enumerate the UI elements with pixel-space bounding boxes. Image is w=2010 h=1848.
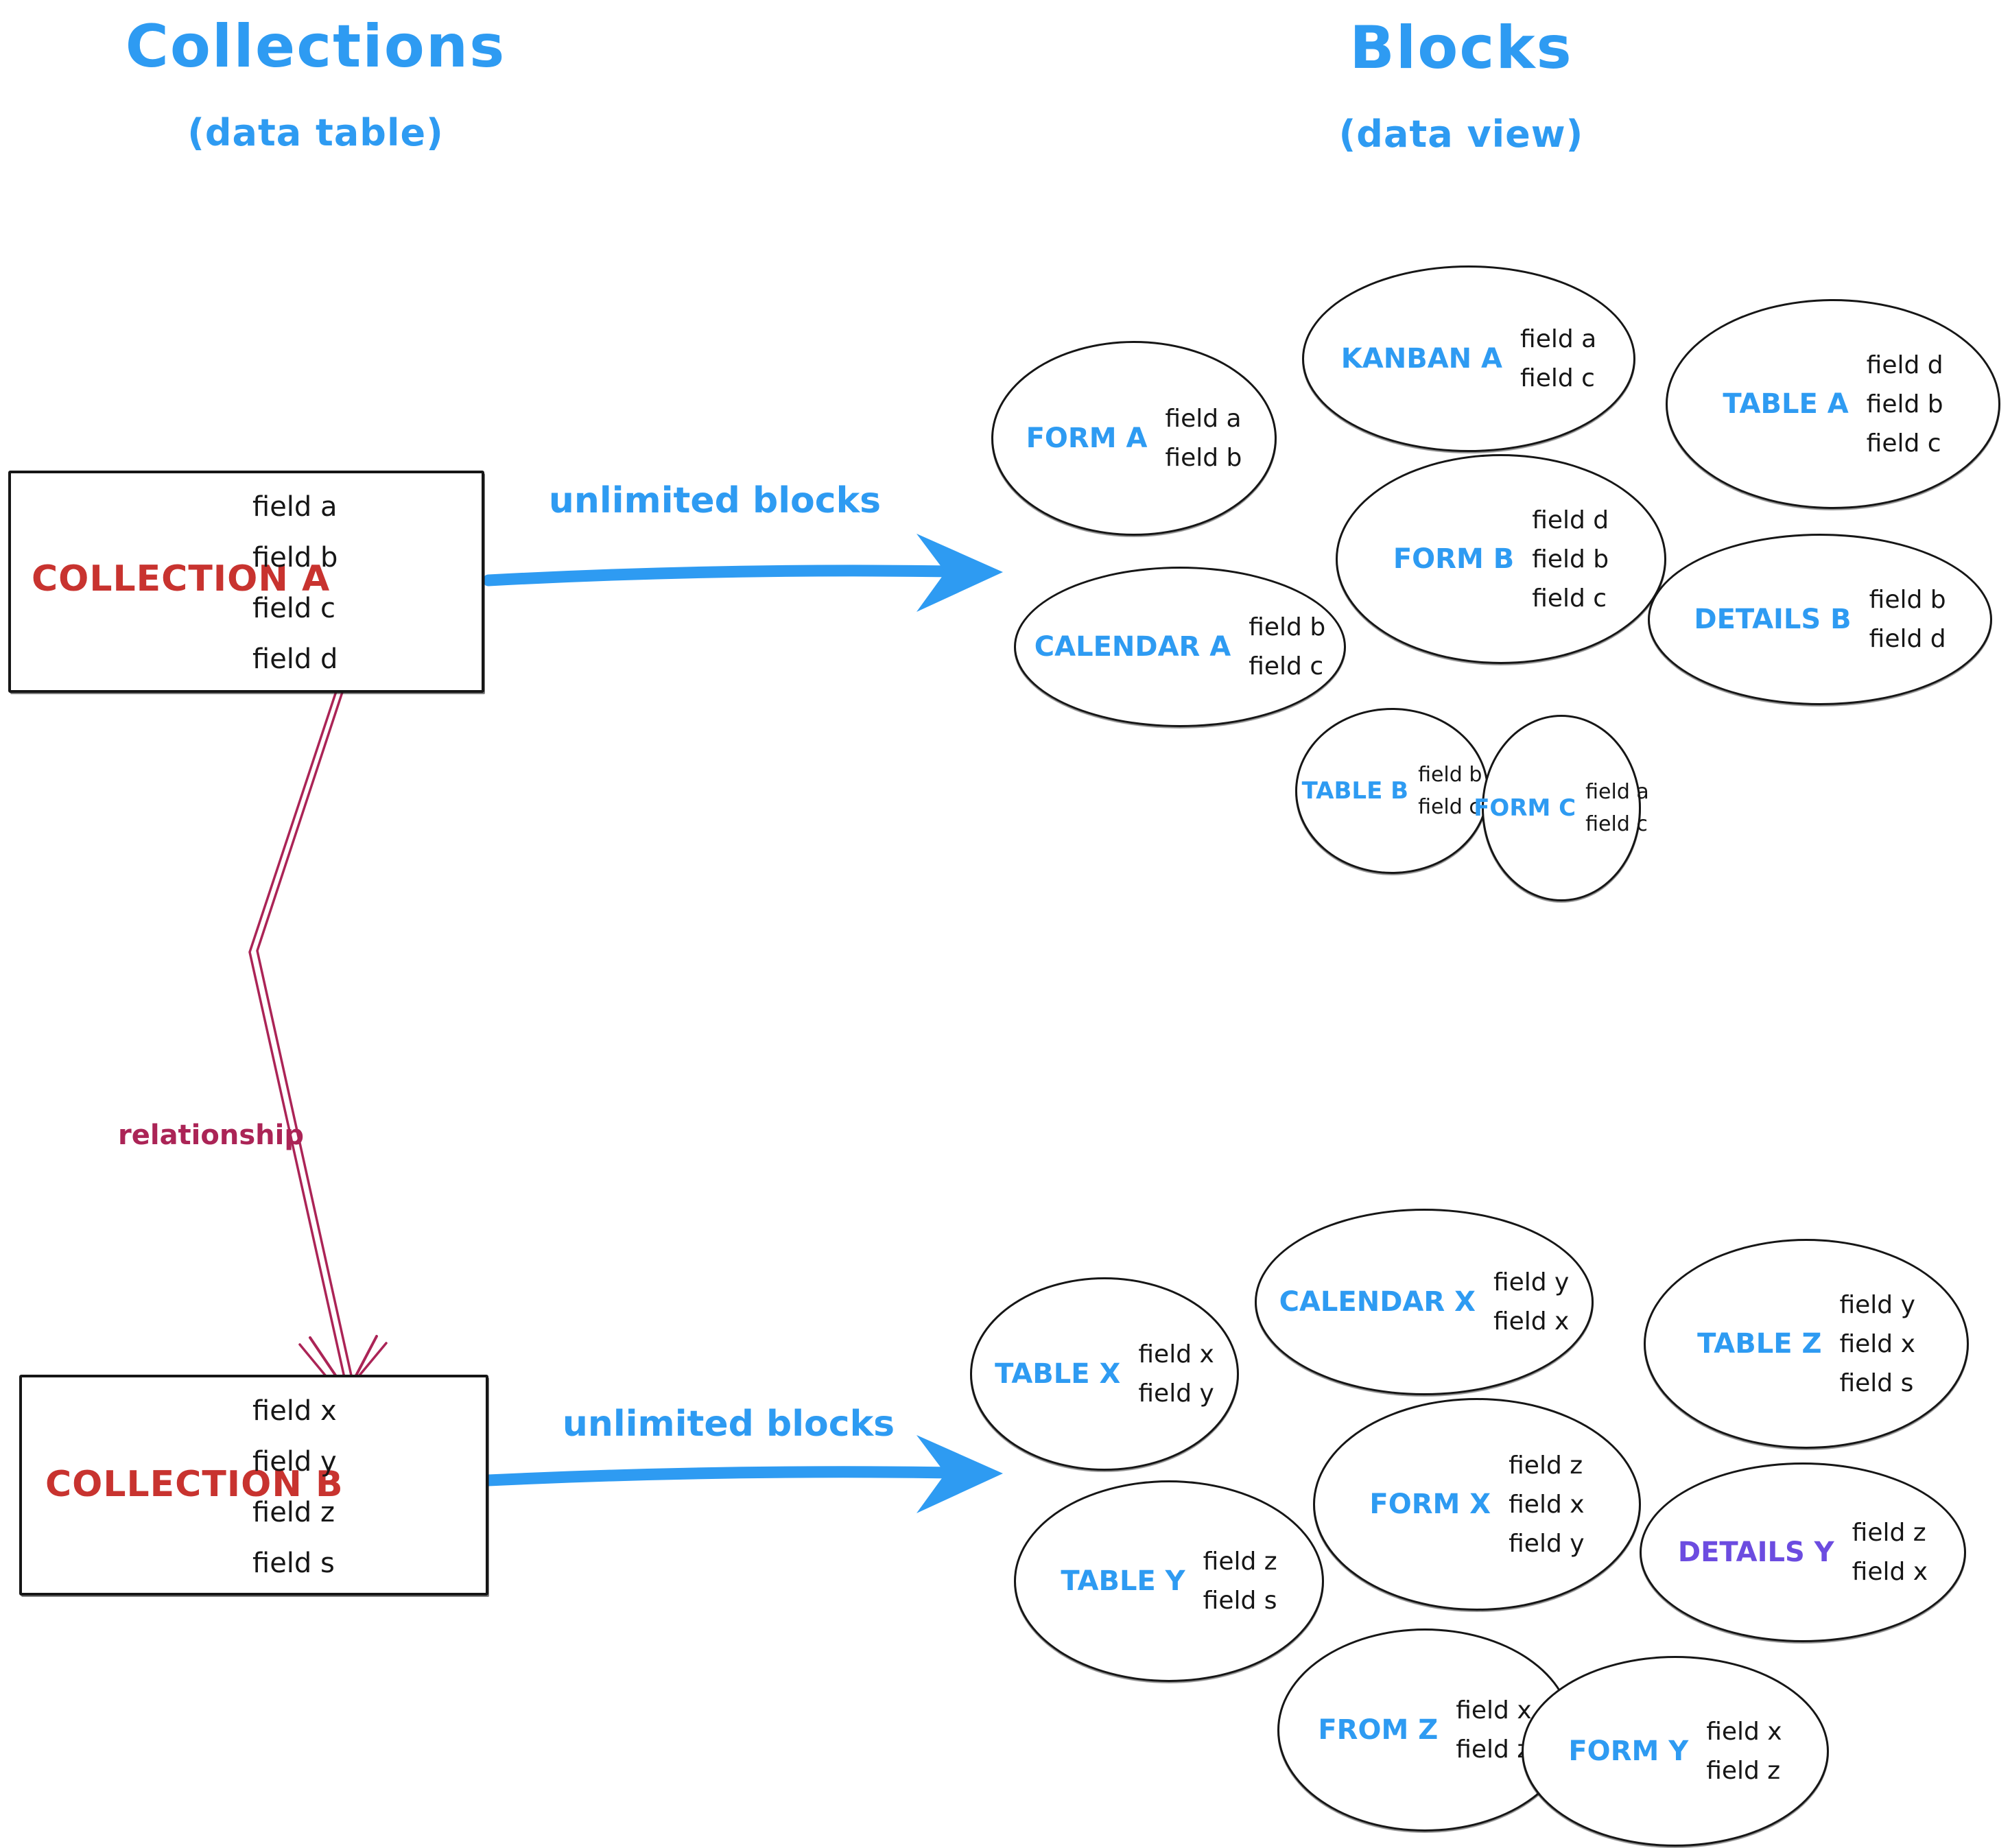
block-field: field c — [1249, 652, 1324, 680]
block-from-z-label: FROM Z — [1318, 1714, 1439, 1746]
block-form-y: FORM Y field x field z — [1522, 1656, 1829, 1847]
block-field: field x — [1456, 1696, 1532, 1725]
block-field: field b — [1165, 444, 1242, 472]
block-table-z: TABLE Z field y field x field s — [1644, 1239, 1969, 1449]
block-details-y: DETAILS Y field z field x — [1640, 1462, 1966, 1642]
block-form-x-label: FORM X — [1369, 1489, 1491, 1520]
block-field: field x — [1852, 1558, 1928, 1586]
unlimited-blocks-label-b: unlimited blocks — [562, 1403, 895, 1445]
block-field: field c — [1418, 795, 1480, 819]
block-field: field b — [1249, 613, 1326, 641]
collections-title: Collections — [125, 12, 506, 81]
collection-a-field: field b — [252, 542, 338, 573]
block-field: field z — [1456, 1736, 1530, 1764]
collection-b-field: field y — [252, 1446, 337, 1478]
collection-b-field: field x — [252, 1395, 337, 1427]
collections-subtitle: (data table) — [187, 111, 444, 154]
collection-b-box: COLLECTION B field x field y field z fie… — [19, 1375, 488, 1596]
block-field: field a — [1585, 780, 1649, 804]
block-form-b: FORM B field d field b field c — [1336, 454, 1666, 664]
block-form-y-label: FORM Y — [1568, 1736, 1689, 1767]
unlimited-blocks-arrow-b — [482, 1435, 1003, 1513]
unlimited-blocks-label-a: unlimited blocks — [548, 480, 882, 521]
blocks-title: Blocks — [1349, 14, 1573, 82]
block-calendar-x: CALENDAR X field y field x — [1255, 1209, 1594, 1395]
block-field: field b — [1418, 763, 1482, 787]
block-form-x: FORM X field z field x field y — [1313, 1398, 1641, 1611]
block-table-x-label: TABLE X — [995, 1358, 1121, 1390]
unlimited-blocks-arrow-a — [482, 534, 1003, 612]
relationship-label: relationship — [118, 1120, 304, 1151]
block-form-b-label: FORM B — [1393, 543, 1515, 575]
block-field: field x — [1839, 1329, 1915, 1358]
block-details-b: DETAILS B field b field d — [1648, 534, 1992, 705]
block-table-b-label: TABLE B — [1301, 777, 1409, 805]
block-form-c: FORM C field a field c — [1474, 715, 1649, 901]
block-table-x: TABLE X field x field y — [970, 1277, 1239, 1471]
block-form-c-label: FORM C — [1474, 794, 1576, 822]
block-field: field z — [1706, 1757, 1781, 1785]
block-field: field y — [1839, 1290, 1915, 1319]
block-field: field b — [1869, 586, 1946, 614]
collection-a-field: field a — [252, 491, 338, 523]
block-table-z-label: TABLE Z — [1697, 1328, 1822, 1360]
block-calendar-a: CALENDAR A field b field c — [1014, 567, 1346, 727]
block-field: field d — [1869, 625, 1946, 653]
block-field: field z — [1852, 1519, 1926, 1547]
blocks-subtitle: (data view) — [1338, 112, 1584, 156]
block-field: field s — [1839, 1369, 1914, 1397]
collection-a-box: COLLECTION A field a field b field c fie… — [8, 471, 484, 693]
collection-a-name: COLLECTION A — [32, 558, 331, 600]
block-field: field b — [1532, 545, 1609, 573]
block-table-y: TABLE Y field z field s — [1014, 1480, 1324, 1682]
block-table-a-label: TABLE A — [1723, 388, 1849, 420]
block-calendar-x-label: CALENDAR X — [1279, 1286, 1476, 1318]
block-field: field c — [1866, 429, 1941, 458]
collection-a-field: field c — [252, 593, 336, 624]
block-field: field s — [1203, 1587, 1277, 1615]
block-table-y-label: TABLE Y — [1061, 1565, 1185, 1597]
block-field: field d — [1866, 351, 1943, 379]
collection-b-field: field z — [252, 1497, 335, 1528]
block-kanban-a-label: KANBAN A — [1340, 343, 1503, 375]
block-field: field y — [1509, 1529, 1585, 1558]
block-details-b-label: DETAILS B — [1694, 604, 1852, 635]
block-table-b: TABLE B field b field c — [1295, 708, 1489, 874]
collection-b-field: field s — [252, 1548, 335, 1579]
block-field: field c — [1532, 584, 1607, 613]
collection-a-fields: field a field b field c field d — [252, 491, 338, 675]
block-table-a: TABLE A field d field b field c — [1666, 299, 2000, 509]
block-field: field x — [1138, 1340, 1214, 1369]
block-field: field c — [1585, 812, 1648, 836]
block-field: field d — [1532, 506, 1609, 534]
block-field: field x — [1509, 1490, 1585, 1519]
block-field: field y — [1138, 1379, 1214, 1408]
block-field: field a — [1165, 405, 1242, 433]
block-field: field x — [1706, 1718, 1782, 1746]
collection-a-field: field d — [252, 643, 338, 675]
block-calendar-a-label: CALENDAR A — [1034, 631, 1231, 663]
block-field: field c — [1520, 364, 1595, 392]
block-details-y-label: DETAILS Y — [1677, 1537, 1834, 1568]
block-field: field y — [1493, 1268, 1570, 1296]
block-kanban-a: KANBAN A field a field c — [1302, 265, 1635, 452]
relationship-arrow — [248, 689, 388, 1398]
block-field: field x — [1493, 1307, 1570, 1336]
collection-b-fields: field x field y field z field s — [252, 1395, 337, 1579]
collection-b-name: COLLECTION B — [45, 1464, 344, 1505]
block-field: field a — [1520, 325, 1597, 353]
block-form-a: FORM A field a field b — [991, 341, 1277, 536]
block-form-a-label: FORM A — [1026, 423, 1148, 454]
block-field: field z — [1203, 1548, 1277, 1576]
block-field: field z — [1509, 1451, 1583, 1480]
block-field: field b — [1866, 390, 1943, 418]
